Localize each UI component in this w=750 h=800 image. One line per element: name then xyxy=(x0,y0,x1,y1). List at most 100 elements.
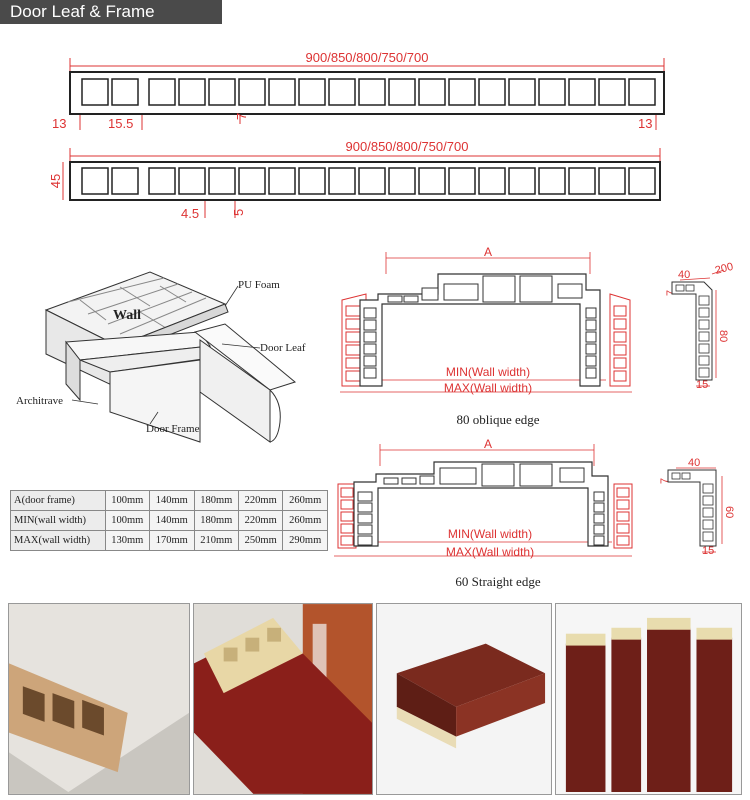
table-cell: 170mm xyxy=(149,530,195,551)
profile-cell xyxy=(613,370,627,382)
profile-cell xyxy=(585,367,597,379)
door-frame-label: Door Frame xyxy=(146,423,200,435)
table-cell: 210mm xyxy=(193,530,239,551)
profile-cell xyxy=(357,535,373,546)
profile-cell xyxy=(419,475,435,485)
profile-cell xyxy=(478,167,506,195)
profile-cell xyxy=(340,523,354,534)
profile-cell xyxy=(443,283,479,301)
profile-cell xyxy=(421,287,439,301)
profile-cell xyxy=(702,507,714,518)
profile-cell xyxy=(698,367,710,378)
profile-cell xyxy=(268,167,296,195)
profile-cell xyxy=(538,167,566,195)
profile-cell xyxy=(238,167,266,195)
profile-cell xyxy=(702,519,714,530)
left-edge-dim: 13 xyxy=(52,116,66,131)
profile-cell xyxy=(698,343,710,354)
profile-cell xyxy=(363,331,377,343)
profile-cell xyxy=(238,78,266,106)
profile-cell xyxy=(328,167,356,195)
profile-cell xyxy=(340,535,354,546)
profile-cell xyxy=(388,78,416,106)
profile-cell xyxy=(508,167,536,195)
product-photo-door-leaf-section xyxy=(8,603,190,795)
profile-cell xyxy=(616,523,630,534)
profile-cell xyxy=(387,295,403,303)
product-photo-frame-piece xyxy=(376,603,552,795)
table-cell: 140mm xyxy=(149,510,195,531)
profile-cell xyxy=(148,78,176,106)
table-cell: 260mm xyxy=(282,490,328,511)
profile-cell xyxy=(340,499,354,510)
profile-cell xyxy=(681,472,691,480)
profile-cell xyxy=(448,78,476,106)
profile-cell xyxy=(345,370,361,382)
architrave-profile-straight: 40 7 60 15 xyxy=(659,457,735,557)
table-cell: 130mm xyxy=(104,530,151,551)
installation-diagram: PU Foam Wall Door Leaf Architrave Door F… xyxy=(16,271,306,443)
door-leaf-label: Door Leaf xyxy=(260,342,306,354)
profile-cell xyxy=(81,167,109,195)
profile-cell xyxy=(418,78,446,106)
profile-cell xyxy=(702,483,714,494)
profile-cell xyxy=(593,491,605,502)
a-dim-label: A xyxy=(484,245,492,259)
product-photo-frame-detail xyxy=(193,603,373,795)
angle-dim: 200 xyxy=(714,261,735,277)
profile-cell xyxy=(345,357,361,369)
profile-cell xyxy=(328,78,356,106)
profile-cell xyxy=(81,78,109,106)
table-cell: 220mm xyxy=(237,490,284,511)
profile-cell xyxy=(268,78,296,106)
profile-cell xyxy=(357,502,373,513)
table-cell: A(door frame) xyxy=(10,490,106,511)
wall-dim: 5 xyxy=(231,209,246,216)
profile-cell xyxy=(363,343,377,355)
architrave-label: Architrave xyxy=(16,395,63,407)
profile-cell xyxy=(383,477,399,485)
profile-cell xyxy=(559,467,585,483)
profile-cell xyxy=(345,331,361,343)
profile-cell xyxy=(585,355,597,367)
table-row: A(door frame) 100mm 140mm 180mm 220mm 26… xyxy=(10,490,328,511)
profile-cell xyxy=(439,467,477,485)
profile-cell xyxy=(340,487,354,498)
base-dim: 15 xyxy=(696,379,708,391)
width-label: 900/850/800/750/700 xyxy=(346,139,469,154)
profile-cell xyxy=(178,78,206,106)
profile-cell xyxy=(403,295,419,303)
profile-cell xyxy=(508,78,536,106)
door-leaf-profile-bottom: 900/850/800/750/700 45 4.5 5 xyxy=(48,139,661,221)
profile-cell xyxy=(568,167,596,195)
profile-cell xyxy=(675,284,685,292)
table-cell: 180mm xyxy=(193,490,239,511)
max-width-label: MAX(Wall width) xyxy=(446,545,534,559)
profile-cell xyxy=(613,344,627,356)
table-cell: 100mm xyxy=(104,490,151,511)
profile-cell xyxy=(363,355,377,367)
profile-cell xyxy=(345,305,361,317)
profile-cell xyxy=(208,167,236,195)
profile-cell xyxy=(593,535,605,546)
frame-profile-oblique: A MIN(Wall width) MAX(Wall width) 80 obl… xyxy=(340,245,632,427)
profile-cell xyxy=(357,524,373,535)
min-width-label: MIN(Wall width) xyxy=(446,365,530,379)
table-cell: 260mm xyxy=(282,510,328,531)
profile-cell xyxy=(388,167,416,195)
profile-cell xyxy=(345,344,361,356)
profile-cell xyxy=(698,319,710,330)
profile-cell xyxy=(363,319,377,331)
height-dim: 80 xyxy=(717,330,729,342)
width-dim: 40 xyxy=(678,269,690,281)
profile-cell xyxy=(598,78,626,106)
profile-cell xyxy=(702,495,714,506)
profile-cell xyxy=(538,78,566,106)
section-title: Door Leaf & Frame xyxy=(0,0,222,24)
a-dim-label: A xyxy=(484,437,492,451)
profile-cells xyxy=(81,78,656,106)
profile-cell xyxy=(111,78,139,106)
table-cell: MIN(wall width) xyxy=(10,510,106,531)
profile-cell xyxy=(613,357,627,369)
table-cell: 100mm xyxy=(104,510,151,531)
